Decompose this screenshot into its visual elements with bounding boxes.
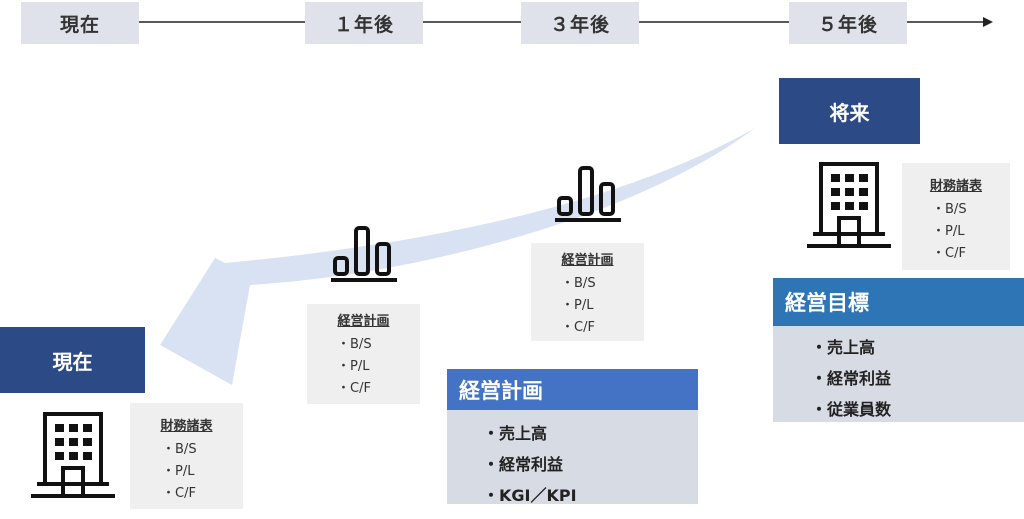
plan-year1-title: 経営計画 xyxy=(337,314,390,329)
future-title: 将来 xyxy=(779,78,920,144)
plan-summary-item: 経常利益 xyxy=(483,451,698,475)
current-title: 現在 xyxy=(0,327,145,393)
timeline-label-now: 現在 xyxy=(21,2,139,44)
current-financials-item: B/S xyxy=(162,438,243,457)
plan-summary-item: KGI／KPI xyxy=(483,482,698,506)
management-goals-item: 経常利益 xyxy=(811,365,1024,389)
current-financials-item: C/F xyxy=(162,482,243,501)
bar-chart-icon xyxy=(555,166,621,222)
future-financials-item: P/L xyxy=(932,220,1010,239)
plan-summary-panel: 経営計画 売上高 経常利益 KGI／KPI xyxy=(447,369,698,506)
plan-year3-item: C/F xyxy=(561,316,644,335)
timeline-label-year1: １年後 xyxy=(305,2,423,44)
timeline-label-year5: ５年後 xyxy=(789,2,907,44)
current-financials-title: 財務諸表 xyxy=(160,419,213,434)
plan-year3-item: P/L xyxy=(561,294,644,313)
plan-year1-item: P/L xyxy=(337,355,420,374)
plan-year1-item: C/F xyxy=(337,377,420,396)
bar-chart-icon xyxy=(331,226,397,282)
plan-summary-title: 経営計画 xyxy=(447,369,698,410)
plan-summary-item: 売上高 xyxy=(483,420,698,444)
future-financials-title: 財務諸表 xyxy=(929,179,982,194)
management-goals-item: 従業員数 xyxy=(811,396,1024,420)
plan-year3-box: 経営計画 B/S P/L C/F xyxy=(531,243,644,341)
plan-year3-title: 経営計画 xyxy=(561,253,614,268)
future-financials-item: C/F xyxy=(932,242,1010,261)
plan-year3-item: B/S xyxy=(561,272,644,291)
plan-year1-item: B/S xyxy=(337,333,420,352)
current-financials-box: 財務諸表 B/S P/L C/F xyxy=(130,403,243,509)
management-goals-panel: 経営目標 売上高 経常利益 従業員数 xyxy=(773,278,1024,422)
current-financials-item: P/L xyxy=(162,460,243,479)
future-financials-box: 財務諸表 B/S P/L C/F xyxy=(902,163,1010,270)
future-financials-item: B/S xyxy=(932,198,1010,217)
building-icon xyxy=(807,162,891,248)
building-icon xyxy=(31,412,115,498)
plan-year1-box: 経営計画 B/S P/L C/F xyxy=(307,304,420,404)
management-goals-item: 売上高 xyxy=(811,334,1024,358)
management-goals-title: 経営目標 xyxy=(773,278,1024,326)
timeline-label-year3: ３年後 xyxy=(521,2,639,44)
